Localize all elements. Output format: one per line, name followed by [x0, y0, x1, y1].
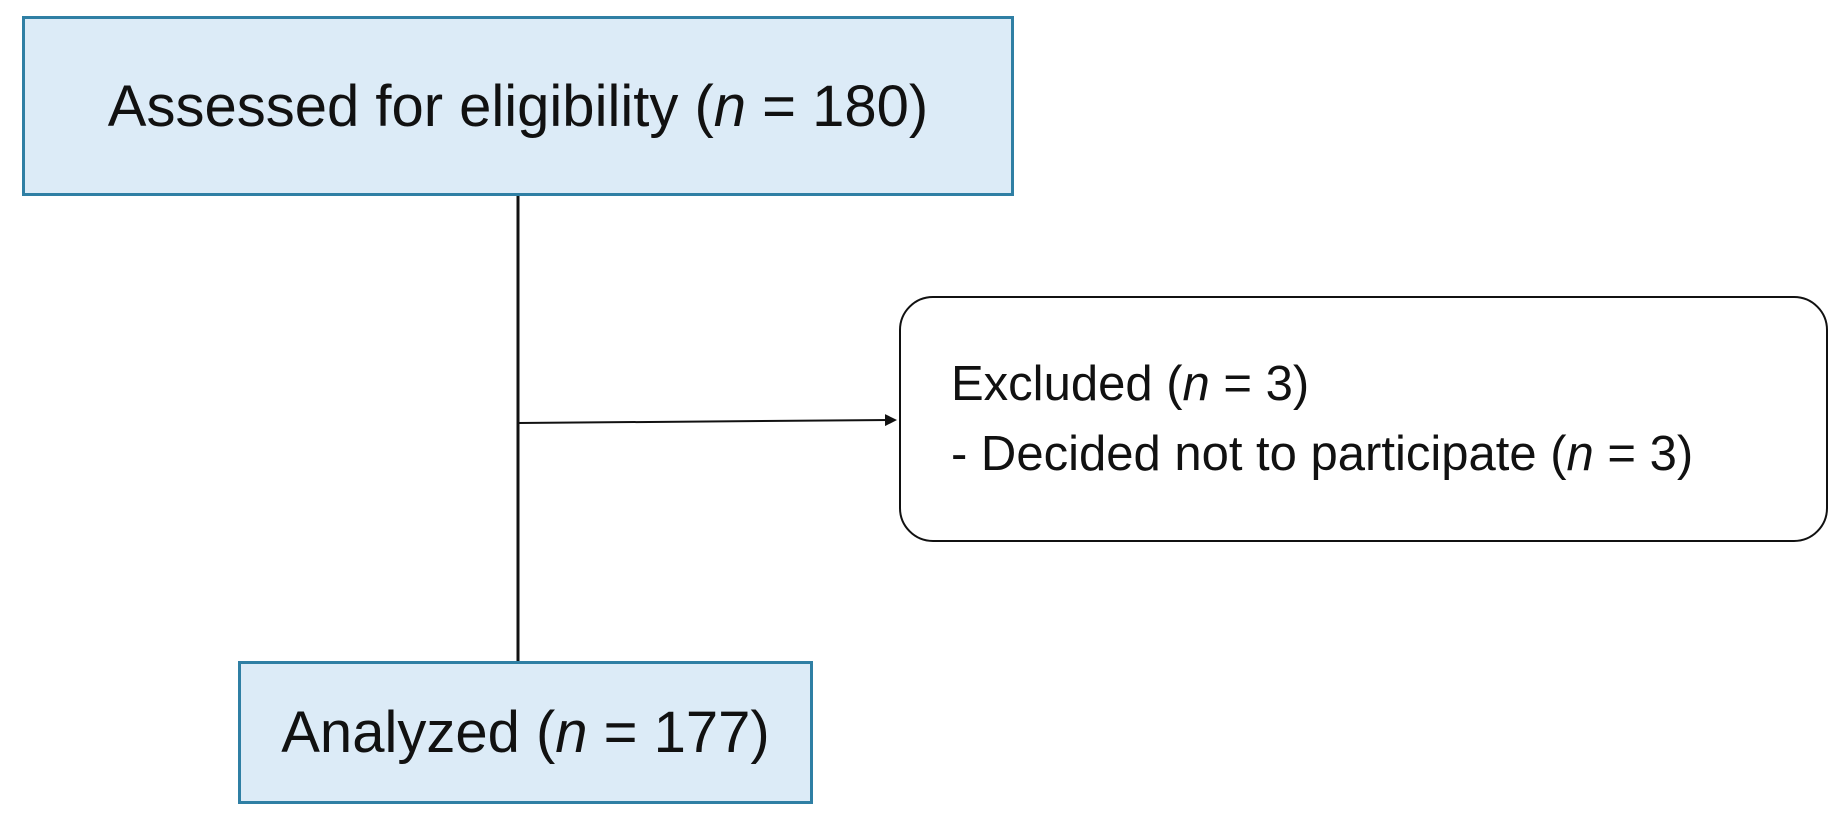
assessed-n-symbol: n: [713, 73, 747, 139]
excluded-title: Excluded (n = 3): [951, 356, 1693, 412]
excluded-title-prefix: Excluded (: [951, 357, 1183, 411]
analyzed-box: Analyzed (n = 177): [238, 661, 813, 804]
assessed-label: Assessed for eligibility (n = 180): [108, 73, 928, 140]
excluded-text: Excluded (n = 3) - Decided not to partic…: [951, 356, 1693, 482]
analyzed-label: Analyzed (n = 177): [281, 699, 769, 766]
analyzed-n-symbol: n: [555, 700, 588, 765]
assessed-box: Assessed for eligibility (n = 180): [22, 16, 1014, 196]
analyzed-label-suffix: = 177): [587, 700, 770, 765]
excluded-reason: - Decided not to participate (n = 3): [951, 426, 1693, 482]
excluded-reason-suffix: = 3): [1593, 427, 1694, 481]
excluded-n-symbol: n: [1182, 357, 1210, 411]
exclusion-arrow: [517, 414, 897, 427]
analyzed-label-prefix: Analyzed (: [281, 700, 556, 765]
excluded-title-suffix: = 3): [1209, 357, 1310, 411]
excluded-reason-n-symbol: n: [1566, 427, 1594, 481]
assessed-label-prefix: Assessed for eligibility (: [107, 73, 714, 139]
excluded-box: Excluded (n = 3) - Decided not to partic…: [899, 296, 1828, 542]
assessed-label-suffix: = 180): [746, 73, 929, 139]
excluded-reason-prefix: - Decided not to participate (: [951, 427, 1567, 481]
